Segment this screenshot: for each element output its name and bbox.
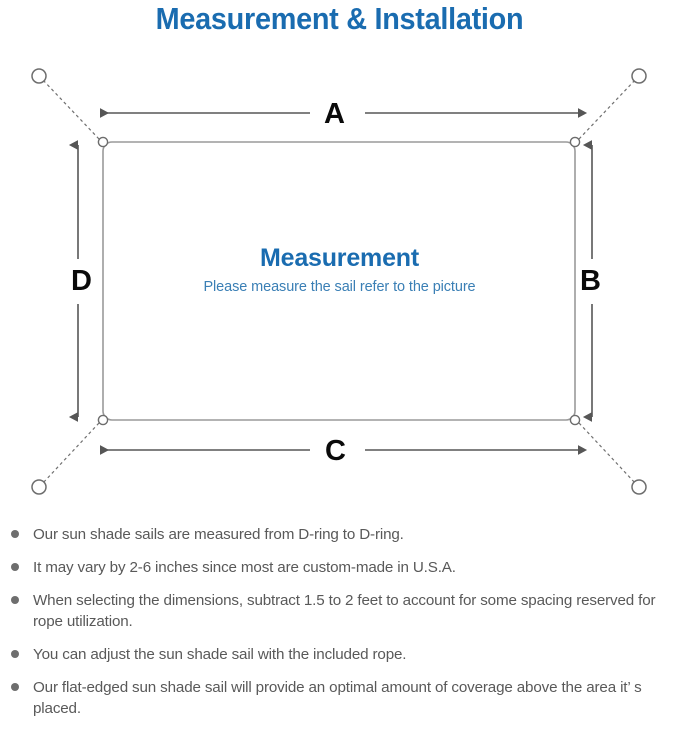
anchor-ring-top-right — [631, 68, 647, 84]
notes-list: Our sun shade sails are measured from D-… — [0, 524, 679, 731]
bullet-icon — [11, 683, 19, 691]
note-text: When selecting the dimensions, subtract … — [33, 592, 656, 630]
list-item: Our flat-edged sun shade sail will provi… — [0, 677, 679, 719]
list-item: You can adjust the sun shade sail with t… — [0, 644, 679, 665]
dimension-label-d: D — [71, 265, 92, 297]
rope-line-bottom-left — [41, 422, 100, 485]
rope-line-bottom-right — [578, 422, 637, 485]
note-text: Our flat-edged sun shade sail will provi… — [33, 679, 642, 717]
shade-sail-body — [102, 141, 576, 421]
note-text: Our sun shade sails are measured from D-… — [33, 526, 404, 543]
measurement-diagram: A B C D Measurement Please measure the s… — [0, 46, 679, 516]
list-item: When selecting the dimensions, subtract … — [0, 590, 679, 632]
d-ring-top-right — [569, 136, 581, 148]
dimension-label-b: B — [580, 265, 601, 297]
note-text: You can adjust the sun shade sail with t… — [33, 646, 407, 663]
d-ring-bottom-left — [97, 414, 109, 426]
bullet-icon — [11, 563, 19, 571]
diagram-svg — [31, 68, 647, 495]
dimension-label-c: C — [325, 435, 346, 467]
anchor-ring-bottom-left — [31, 479, 47, 495]
bullet-icon — [11, 530, 19, 538]
d-ring-bottom-right — [569, 414, 581, 426]
rope-line-top-left — [41, 78, 100, 140]
list-item: Our sun shade sails are measured from D-… — [0, 524, 679, 545]
bullet-icon — [11, 650, 19, 658]
rope-line-top-right — [578, 78, 637, 140]
anchor-ring-top-left — [31, 68, 47, 84]
anchor-ring-bottom-right — [631, 479, 647, 495]
list-item: It may vary by 2-6 inches since most are… — [0, 557, 679, 578]
bullet-icon — [11, 596, 19, 604]
d-ring-top-left — [97, 136, 109, 148]
dimension-label-a: A — [324, 98, 345, 130]
page-title: Measurement & Installation — [155, 1, 524, 36]
note-text: It may vary by 2-6 inches since most are… — [33, 559, 456, 576]
